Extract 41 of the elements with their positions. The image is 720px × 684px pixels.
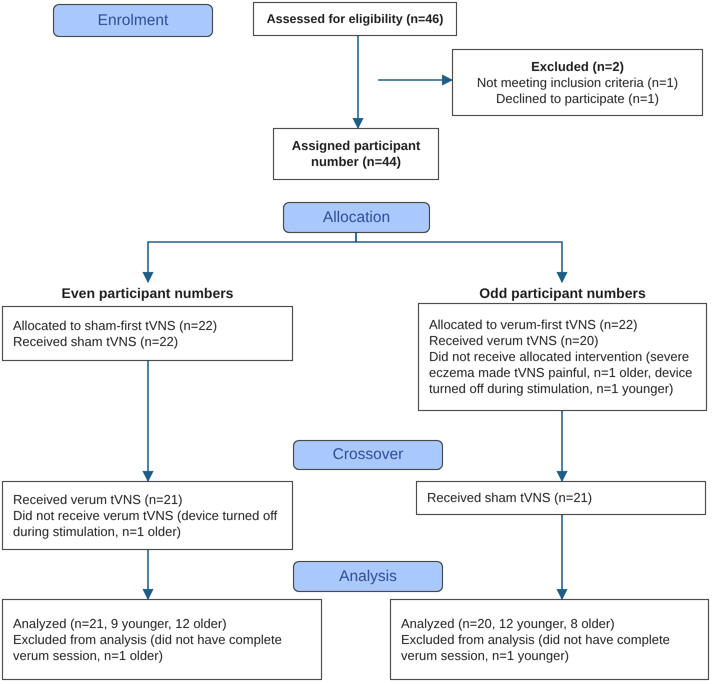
stage-box bbox=[53, 4, 213, 37]
process-box bbox=[390, 599, 709, 680]
arrow bbox=[142, 550, 154, 600]
box-text: Did not receive verum tVNS (device turned off during stimulation, n=1 older) bbox=[13, 508, 278, 540]
box-text: Declined to participate (n=1) bbox=[495, 90, 660, 106]
group-heading: Even participant numbers bbox=[60, 284, 234, 303]
box-text: Received sham tVNS (n=22) bbox=[13, 334, 180, 350]
box-text: Received verum tVNS (n=20) bbox=[429, 333, 600, 349]
arrow bbox=[556, 515, 568, 600]
arrow bbox=[352, 36, 364, 130]
arrow bbox=[355, 233, 568, 284]
box-text: Not meeting inclusion criteria (n=1) bbox=[476, 74, 680, 90]
arrow bbox=[378, 74, 454, 86]
box-text: Received verum tVNS (n=21) bbox=[13, 492, 184, 508]
arrow bbox=[556, 411, 568, 482]
box-text: Did not receive allocated intervention (severe eczema made tVNS painful, n=1 older, device turned off during stimulation, n=1 younger) bbox=[429, 349, 694, 397]
box-text: Received sham tVNS (n=21) bbox=[427, 490, 594, 506]
process-box bbox=[2, 599, 322, 680]
stage-label: Analysis bbox=[339, 568, 397, 586]
box-text: Assessed for eligibility (n=46) bbox=[266, 11, 444, 27]
process-box bbox=[273, 128, 439, 180]
arrow bbox=[142, 361, 154, 482]
box-text: Assigned participant number (n=44) bbox=[290, 138, 422, 170]
stage-label: Allocation bbox=[322, 208, 390, 226]
box-text: Analyzed (n=20, 12 younger, 8 older) bbox=[401, 616, 616, 632]
process-box bbox=[416, 481, 706, 515]
box-text: Excluded (n=2) bbox=[530, 58, 625, 74]
process-box bbox=[452, 49, 703, 116]
box-text: Excluded from analysis (did not have complete verum session, n=1 younger) bbox=[401, 632, 671, 664]
stage-label: Crossover bbox=[332, 446, 404, 464]
box-text: Excluded from analysis (did not have complete verum session, n=1 older) bbox=[13, 632, 283, 664]
box-text: Allocated to sham-first tVNS (n=22) bbox=[13, 318, 218, 334]
process-box bbox=[2, 481, 293, 550]
stage-box bbox=[293, 561, 443, 592]
box-text: Allocated to verum-first tVNS (n=22) bbox=[429, 317, 638, 333]
stage-label: Enrolment bbox=[98, 12, 168, 30]
process-box bbox=[253, 2, 457, 36]
stage-box bbox=[283, 202, 430, 233]
box-text: Analyzed (n=21, 9 younger, 12 older) bbox=[13, 616, 228, 632]
stage-box bbox=[293, 440, 443, 470]
group-heading: Odd participant numbers bbox=[478, 284, 647, 303]
